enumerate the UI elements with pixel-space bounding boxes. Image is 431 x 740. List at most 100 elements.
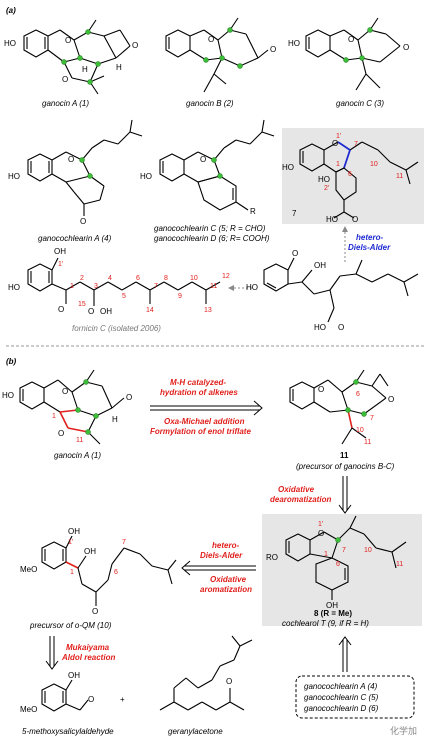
num-1p: 1' <box>336 133 341 140</box>
ox-arom-label-1: Oxidative <box>210 575 247 584</box>
label-ganocin-b: ganocin B (2) <box>186 99 234 108</box>
atom-ho: HO <box>8 172 20 181</box>
num-1p: 1' <box>318 521 323 528</box>
atom-o: O <box>62 75 68 84</box>
atom-o: O <box>62 387 68 396</box>
num-13: 13 <box>204 307 212 314</box>
num-1: 1 <box>70 569 74 576</box>
atom-o: O <box>132 41 138 50</box>
atom-meo: MeO <box>20 565 37 574</box>
label-ganocochlearin-cd-2: ganocochlearin D (6; R= COOH) <box>154 234 270 243</box>
label-compound-8: 8 (R = Me) <box>314 609 352 618</box>
atom-o: O <box>200 155 206 164</box>
atom-o: O <box>92 607 98 616</box>
label-geranylacetone: geranylacetone <box>168 727 223 736</box>
atom-o: O <box>403 43 409 52</box>
ganocin-a-structure: HO O O O H H <box>4 19 138 95</box>
hda-top-arrowhead <box>342 226 348 232</box>
atom-oh: OH <box>84 547 96 556</box>
label-ganocin-a-b: ganocin A (1) <box>54 451 101 460</box>
atom-o: O <box>270 45 276 54</box>
num-7: 7 <box>370 415 374 422</box>
panel-a-label: (a) <box>6 6 16 15</box>
geranylacetone-structure: O <box>159 635 253 711</box>
atom-o: O <box>88 307 94 316</box>
num-1: 1 <box>324 551 328 558</box>
num-1p: 1' <box>68 539 73 546</box>
num-14: 14 <box>146 307 154 314</box>
atom-o: O <box>126 393 132 402</box>
fornicin-arrowhead <box>228 285 234 291</box>
compound-10-structure: MeO OH OH O 1' 1 7 6 <box>20 527 177 616</box>
atom-o: O <box>388 395 394 404</box>
plus-sign: + <box>120 695 125 704</box>
num-7: 7 <box>154 283 158 290</box>
num-1: 1 <box>336 161 340 168</box>
panel-b-label: (b) <box>6 357 17 366</box>
num-2: 2 <box>80 275 84 282</box>
atom-ho: HO <box>4 39 16 48</box>
num-7: 7 <box>122 539 126 546</box>
atom-o: O <box>58 305 64 314</box>
label-compound-10: precursor of o-QM (10) <box>29 621 112 630</box>
label-compound-9: cochlearol T (9, if R = H) <box>282 619 369 628</box>
ox-dearom-label-1: Oxidative <box>278 485 315 494</box>
atom-o: O <box>58 429 64 438</box>
mh-label-2: hydration of alkenes <box>160 388 238 397</box>
atom-ho: HO <box>282 163 294 172</box>
num-10: 10 <box>190 275 198 282</box>
atom-ho: HO <box>318 175 330 184</box>
label-compound-7: 7 <box>292 209 297 218</box>
atom-o: O <box>318 385 324 394</box>
num-6: 6 <box>348 171 352 178</box>
num-11: 11 <box>396 561 403 568</box>
num-12: 12 <box>222 273 230 280</box>
num-7: 7 <box>342 547 346 554</box>
compound-8-structure: RO O OH 1' 7 1 6 10 11 <box>266 515 407 610</box>
atom-h: H <box>112 415 118 424</box>
num-10: 10 <box>356 427 364 434</box>
compound-7-structure: HO O HO HO O 1' 7 1 6 10 11 2' 7 <box>282 133 419 224</box>
oxa-label-2: Formylation of enol triflate <box>150 427 251 436</box>
num-1: 1 <box>52 413 56 420</box>
atom-o: O <box>68 155 74 164</box>
ox-dearom-label-2: dearomatization <box>270 495 331 504</box>
num-1: 1 <box>70 283 74 290</box>
retro-arrow-2-head <box>338 504 352 514</box>
num-6: 6 <box>336 561 340 568</box>
atom-o: O <box>208 35 214 44</box>
label-ganocochlearin-cd-1: ganocochlearin C (5; R = CHO) <box>154 224 266 233</box>
atom-oh: OH <box>314 261 326 270</box>
atom-oh: OH <box>100 307 112 316</box>
compound-8-box <box>262 514 422 626</box>
salicylaldehyde-structure: MeO OH O <box>20 671 94 714</box>
oqm-structure: HO O OH HO O <box>246 249 419 332</box>
num-11: 11 <box>76 437 83 444</box>
retro-arrow-3-head <box>181 560 191 576</box>
hda-top-label-2: Diels-Alder <box>348 243 391 252</box>
atom-o: O <box>88 695 94 704</box>
ganocin-c-structure: HO O O <box>288 17 409 91</box>
atom-h: H <box>82 65 88 74</box>
atom-ho: HO <box>140 172 152 181</box>
atom-ho: HO <box>314 323 326 332</box>
atom-oh: OH <box>68 527 80 536</box>
num-6: 6 <box>136 275 140 282</box>
atom-ho: HO <box>288 39 300 48</box>
mh-label-1: M-H catalyzed- <box>170 378 226 387</box>
atom-oh: OH <box>68 671 80 680</box>
num-9: 9 <box>178 293 182 300</box>
atom-meo: MeO <box>20 705 37 714</box>
atom-ro: RO <box>266 553 278 562</box>
atom-o: O <box>80 217 86 226</box>
box-ganocochlearin-c: ganocochlearin C (5) <box>304 693 379 702</box>
atom-ho: HO <box>8 283 20 292</box>
atom-o: O <box>348 35 354 44</box>
atom-o: O <box>318 529 324 538</box>
retro-arrow-4-head <box>45 660 59 670</box>
atom-ho: HO <box>326 215 338 224</box>
compound-11-structure: O O 6 7 10 11 <box>289 369 394 446</box>
num-11: 11 <box>210 283 217 290</box>
atom-o: O <box>65 36 71 45</box>
